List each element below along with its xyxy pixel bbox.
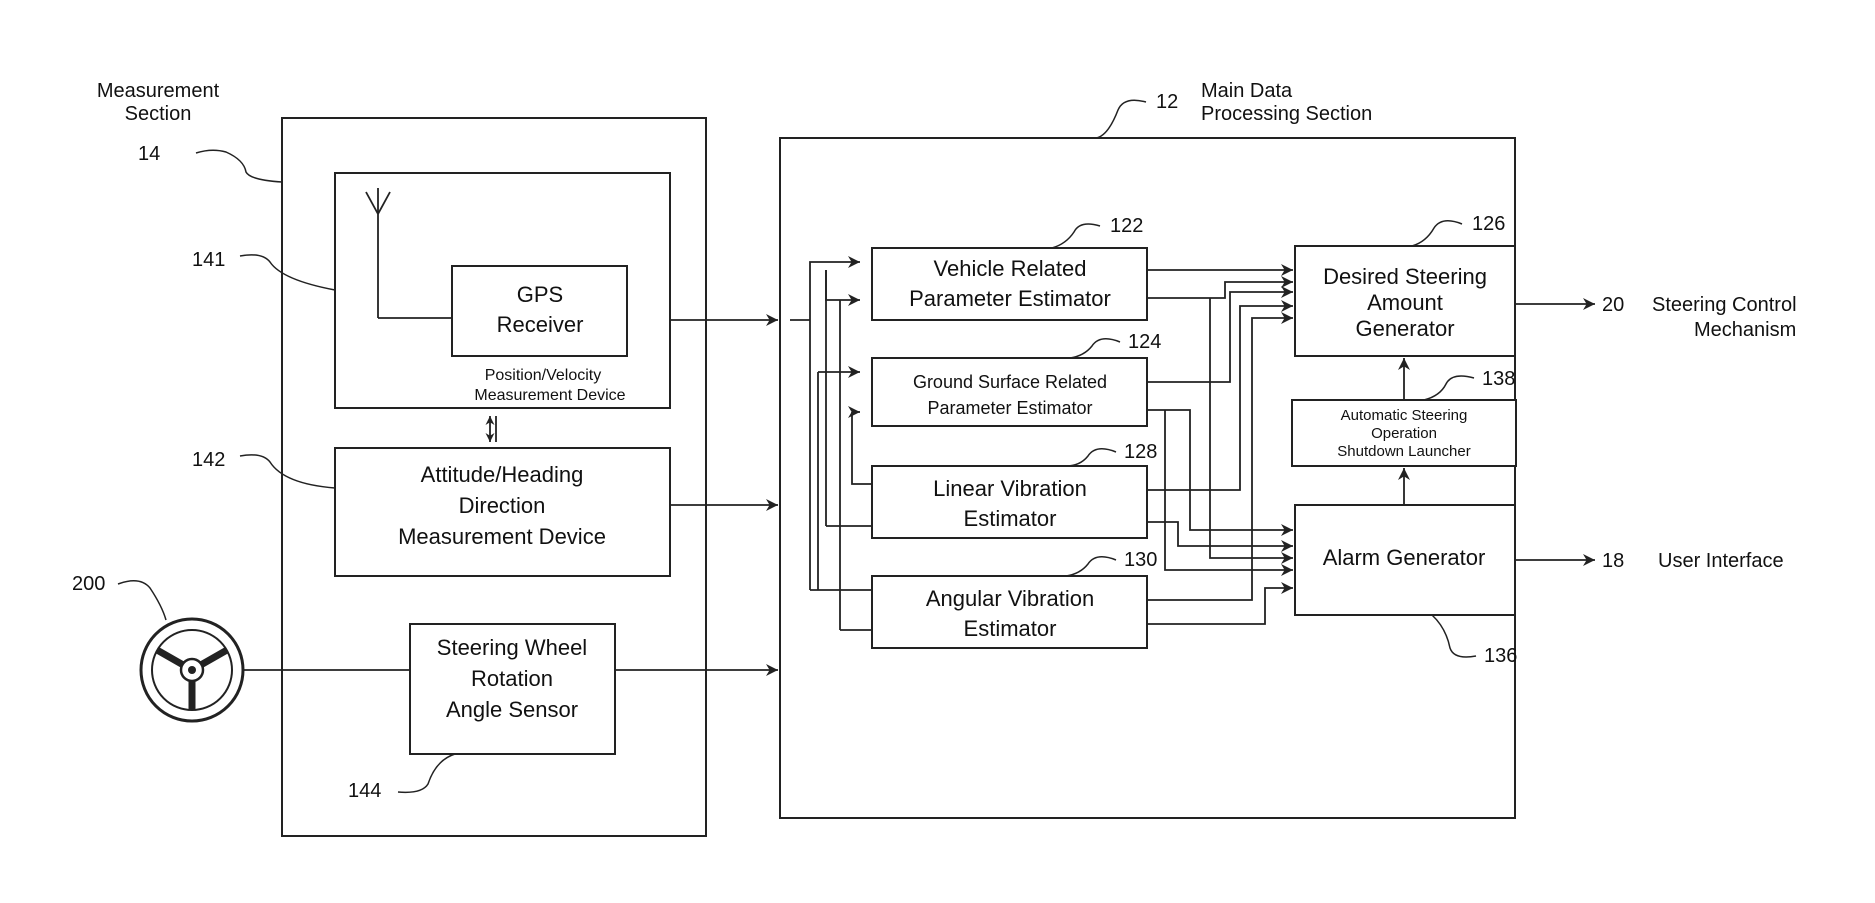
steering-wheel-icon [141,619,243,721]
main-section-leader [1096,100,1146,138]
shutdown-launcher-ref: 138 [1482,368,1515,390]
angular-estimator-label: Estimator [964,616,1057,641]
measurement-section-ref: 14 [138,143,160,165]
attitude-device-ref: 142 [192,449,225,471]
main-section-title: Processing Section [1201,103,1372,125]
gps-receiver-label: Receiver [497,312,584,337]
attitude-device-label: Measurement Device [398,524,606,549]
attitude-device-label: Attitude/Heading [421,462,584,487]
steering-wheel-ref: 200 [72,573,105,595]
position-device-ref: 141 [192,249,225,271]
linear-estimator-ref: 128 [1124,441,1157,463]
shutdown-launcher-label: Automatic Steering [1341,407,1468,424]
linear-estimator-label: Estimator [964,506,1057,531]
measurement-section-title: Section [125,103,192,125]
vehicle-estimator-label: Parameter Estimator [909,286,1111,311]
desired-generator-label: Generator [1355,316,1454,341]
gps-receiver-box [452,266,627,356]
steering-wheel-leader [118,581,166,620]
steering-control-label: Steering Control [1652,294,1797,316]
ground-estimator-label: Ground Surface Related [913,372,1107,392]
main-section-ref: 12 [1156,91,1178,113]
attitude-heading-device: 142 Attitude/Heading Direction Measureme… [192,448,670,576]
desired-generator-ref: 126 [1472,213,1505,235]
angular-estimator-ref: 130 [1124,549,1157,571]
steering-sensor-label: Steering Wheel [437,635,587,660]
desired-generator-label: Amount [1367,290,1443,315]
steering-sensor-ref: 144 [348,780,381,802]
angular-estimator-label: Angular Vibration [926,586,1094,611]
user-interface: 18 User Interface [1602,550,1784,572]
shutdown-launcher-label: Operation [1371,425,1437,442]
measurement-section-leader [196,150,282,182]
ground-estimator-ref: 124 [1128,331,1161,353]
position-velocity-device: 141 GPS Receiver Position/Velocity Measu… [192,173,670,408]
desired-generator-label: Desired Steering [1323,264,1487,289]
steering-sensor-label: Angle Sensor [446,697,578,722]
position-device-label: Measurement Device [474,387,625,404]
user-interface-ref: 18 [1602,550,1624,572]
steering-control-ref: 20 [1602,294,1624,316]
position-device-label: Position/Velocity [485,367,602,384]
steering-control-label: Mechanism [1694,319,1796,341]
vehicle-estimator-label: Vehicle Related [934,256,1087,281]
gps-receiver-label: GPS [517,282,563,307]
user-interface-label: User Interface [1658,550,1784,572]
linear-estimator-label: Linear Vibration [933,476,1087,501]
measurement-section-title: Measurement [97,80,220,102]
steering-sensor-label: Rotation [471,666,553,691]
vehicle-estimator-ref: 122 [1110,215,1143,237]
shutdown-launcher-label: Shutdown Launcher [1337,443,1470,460]
main-section-title: Main Data [1201,80,1293,102]
steering-control-mechanism: 20 Steering Control Mechanism [1602,294,1797,341]
ground-estimator-label: Parameter Estimator [927,398,1092,418]
attitude-device-label: Direction [459,493,546,518]
alarm-generator-label: Alarm Generator [1323,545,1486,570]
alarm-generator-ref: 136 [1484,645,1517,667]
